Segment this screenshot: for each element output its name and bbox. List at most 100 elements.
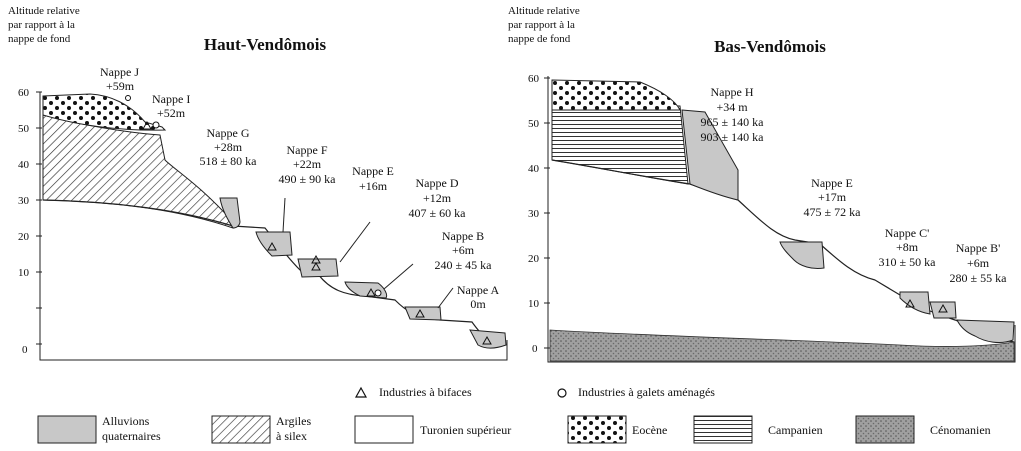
terrace-label-g: Nappe G +28m 518 ± 80 ka <box>200 126 258 168</box>
svg-text:Altitude relative: Altitude relative <box>8 5 80 17</box>
terrace-label-j: Nappe J +59m <box>100 65 139 93</box>
svg-text:+34 m: +34 m <box>716 100 748 114</box>
svg-text:Argiles: Argiles <box>276 414 311 428</box>
svg-text:+6m: +6m <box>967 256 990 270</box>
svg-text:518 ± 80 ka: 518 ± 80 ka <box>200 154 258 168</box>
terrace-d <box>344 281 388 299</box>
svg-text:10: 10 <box>18 267 30 279</box>
svg-text:Altitude relative: Altitude relative <box>508 5 580 17</box>
terrace-label-b: Nappe B +6m 240 ± 45 ka <box>435 229 493 272</box>
svg-text:280 ± 55 ka: 280 ± 55 ka <box>950 271 1008 285</box>
triangle-icon <box>905 298 915 308</box>
y-axis-title-right: Altitude relative par rapport à la nappe… <box>508 5 580 45</box>
swatch-eocene <box>567 415 627 444</box>
terrace-e <box>297 258 339 278</box>
terrace-label-i: Nappe I +52m <box>152 92 190 120</box>
svg-text:10: 10 <box>528 298 540 310</box>
materials-legend: Alluvions quaternaires Argiles à silex T… <box>37 414 991 444</box>
terrace-label-a: Nappe A 0m <box>457 283 500 311</box>
swatch-cenomanien <box>855 415 915 444</box>
terrace-label-b-prime: Nappe B' +6m 280 ± 55 ka <box>950 241 1008 285</box>
svg-text:Campanien: Campanien <box>768 423 823 437</box>
svg-text:965 ± 140 ka: 965 ± 140 ka <box>701 115 765 129</box>
triangle-icon <box>311 261 321 271</box>
svg-text:à silex: à silex <box>276 429 307 443</box>
y-axis-ticks: 60 50 40 30 20 10 0 <box>18 87 42 356</box>
terrace-h <box>681 109 739 201</box>
svg-text:+12m: +12m <box>423 191 452 205</box>
svg-text:310 ± 50 ka: 310 ± 50 ka <box>879 255 937 269</box>
swatch-alluvions <box>37 415 97 444</box>
svg-text:60: 60 <box>18 87 30 99</box>
legend-label-galets: Industries à galets aménagés <box>578 385 715 399</box>
legend-label-bifaces: Industries à bifaces <box>379 385 472 399</box>
panel-haut-vendomois: Haut-Vendômois 60 50 40 30 20 10 0 <box>18 35 508 361</box>
svg-text:Nappe E: Nappe E <box>352 164 394 178</box>
svg-text:407 ± 60 ka: 407 ± 60 ka <box>409 206 467 220</box>
svg-text:Nappe G: Nappe G <box>207 126 250 140</box>
circle-icon <box>374 289 382 297</box>
svg-text:50: 50 <box>528 118 540 130</box>
terrace-label-h: Nappe H +34 m 965 ± 140 ka 903 ± 140 ka <box>701 85 765 144</box>
terrace-b-prime <box>956 319 1015 344</box>
svg-text:60: 60 <box>528 73 540 85</box>
terrace-e-bas <box>779 241 825 269</box>
svg-text:490 ± 90 ka: 490 ± 90 ka <box>279 172 337 186</box>
swatch-turonien <box>354 415 414 444</box>
swatch-campanien <box>693 415 753 444</box>
panel-title: Haut-Vendômois <box>204 35 327 54</box>
svg-text:Nappe B': Nappe B' <box>956 241 1000 255</box>
triangle-icon <box>415 308 425 318</box>
panel-bas-vendomois: Bas-Vendômois 60 50 40 30 20 10 0 <box>528 37 1016 363</box>
svg-text:30: 30 <box>528 208 540 220</box>
svg-text:Nappe B: Nappe B <box>442 229 484 243</box>
svg-text:Nappe F: Nappe F <box>287 143 328 157</box>
triangle-icon <box>366 287 376 297</box>
svg-text:20: 20 <box>18 231 30 243</box>
svg-text:Alluvions: Alluvions <box>102 414 150 428</box>
svg-text:0: 0 <box>532 343 538 355</box>
svg-text:Nappe D: Nappe D <box>416 176 459 190</box>
svg-text:+52m: +52m <box>157 106 186 120</box>
svg-text:Turonien supérieur: Turonien supérieur <box>420 423 511 437</box>
svg-text:40: 40 <box>528 163 540 175</box>
terrace-label-c-prime: Nappe C' +8m 310 ± 50 ka <box>879 226 937 269</box>
svg-text:40: 40 <box>18 159 30 171</box>
svg-text:+59m: +59m <box>106 79 135 93</box>
swatch-argiles <box>211 415 271 444</box>
terrace-label-f: Nappe F +22m 490 ± 90 ka <box>279 143 337 186</box>
svg-text:par rapport à la: par rapport à la <box>508 19 575 31</box>
eocene-layer <box>42 93 167 131</box>
triangle-icon <box>142 120 152 130</box>
svg-text:Nappe A: Nappe A <box>457 283 500 297</box>
leader-line <box>437 287 454 309</box>
triangle-icon <box>354 386 368 398</box>
svg-text:+17m: +17m <box>818 190 847 204</box>
svg-text:240 ± 45 ka: 240 ± 45 ka <box>435 258 493 272</box>
svg-text:Nappe C': Nappe C' <box>885 226 929 240</box>
svg-text:903 ± 140 ka: 903 ± 140 ka <box>701 130 765 144</box>
svg-text:475 ± 72 ka: 475 ± 72 ka <box>804 205 862 219</box>
terrace-c-prime-2 <box>929 301 957 319</box>
leader-line <box>383 263 414 290</box>
panel-title: Bas-Vendômois <box>714 37 826 56</box>
terrace-label-e-bas: Nappe E +17m 475 ± 72 ka <box>804 176 862 219</box>
terrace-f <box>255 231 293 257</box>
panel-frame <box>547 325 1016 363</box>
symbols-legend: Industries à bifaces Industries à galets… <box>354 385 715 399</box>
y-axis-ticks: 60 50 40 30 20 10 0 <box>528 73 550 355</box>
circle-icon <box>557 388 567 398</box>
argiles-layer <box>42 114 234 229</box>
svg-text:quaternaires: quaternaires <box>102 429 161 443</box>
svg-text:Nappe E: Nappe E <box>811 176 853 190</box>
svg-text:Nappe J: Nappe J <box>100 65 139 79</box>
svg-text:50: 50 <box>18 123 30 135</box>
svg-text:Nappe H: Nappe H <box>711 85 754 99</box>
triangle-icon <box>267 241 277 251</box>
svg-text:20: 20 <box>528 253 540 265</box>
svg-text:30: 30 <box>18 195 30 207</box>
terrace-label-e: Nappe E +16m <box>352 164 394 193</box>
eocene-layer <box>551 79 681 111</box>
triangle-icon <box>482 335 492 345</box>
